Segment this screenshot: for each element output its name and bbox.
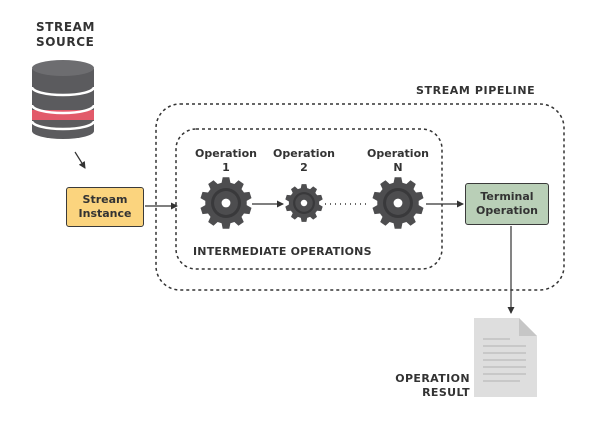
- stream-source-label: STREAM SOURCE: [36, 20, 96, 49]
- stream-instance-box: Stream Instance: [66, 187, 144, 227]
- operation-2-label: Operation 2: [273, 147, 335, 174]
- document-icon: [474, 318, 537, 397]
- stream-instance-label: Stream Instance: [78, 192, 132, 220]
- stream-pipeline-label: STREAM PIPELINE: [416, 84, 536, 97]
- operation-1-label: Operation 1: [195, 147, 257, 174]
- database-icon: [30, 60, 96, 139]
- terminal-operation-box: Terminal Operation: [465, 183, 549, 225]
- terminal-operation-label: Terminal Operation: [476, 189, 538, 217]
- intermediate-operations-label: INTERMEDIATE OPERATIONS: [193, 245, 372, 258]
- gear-icon: [372, 177, 424, 229]
- operation-n-label: Operation N: [367, 147, 429, 174]
- operation-result-label: OPERATION RESULT: [395, 372, 470, 399]
- stream-pipeline-boundary: [155, 103, 565, 291]
- arrow-source-to-instance: [74, 151, 86, 169]
- gear-icon: [200, 177, 252, 229]
- gear-icon: [285, 184, 323, 222]
- intermediate-operations-boundary: [175, 128, 443, 270]
